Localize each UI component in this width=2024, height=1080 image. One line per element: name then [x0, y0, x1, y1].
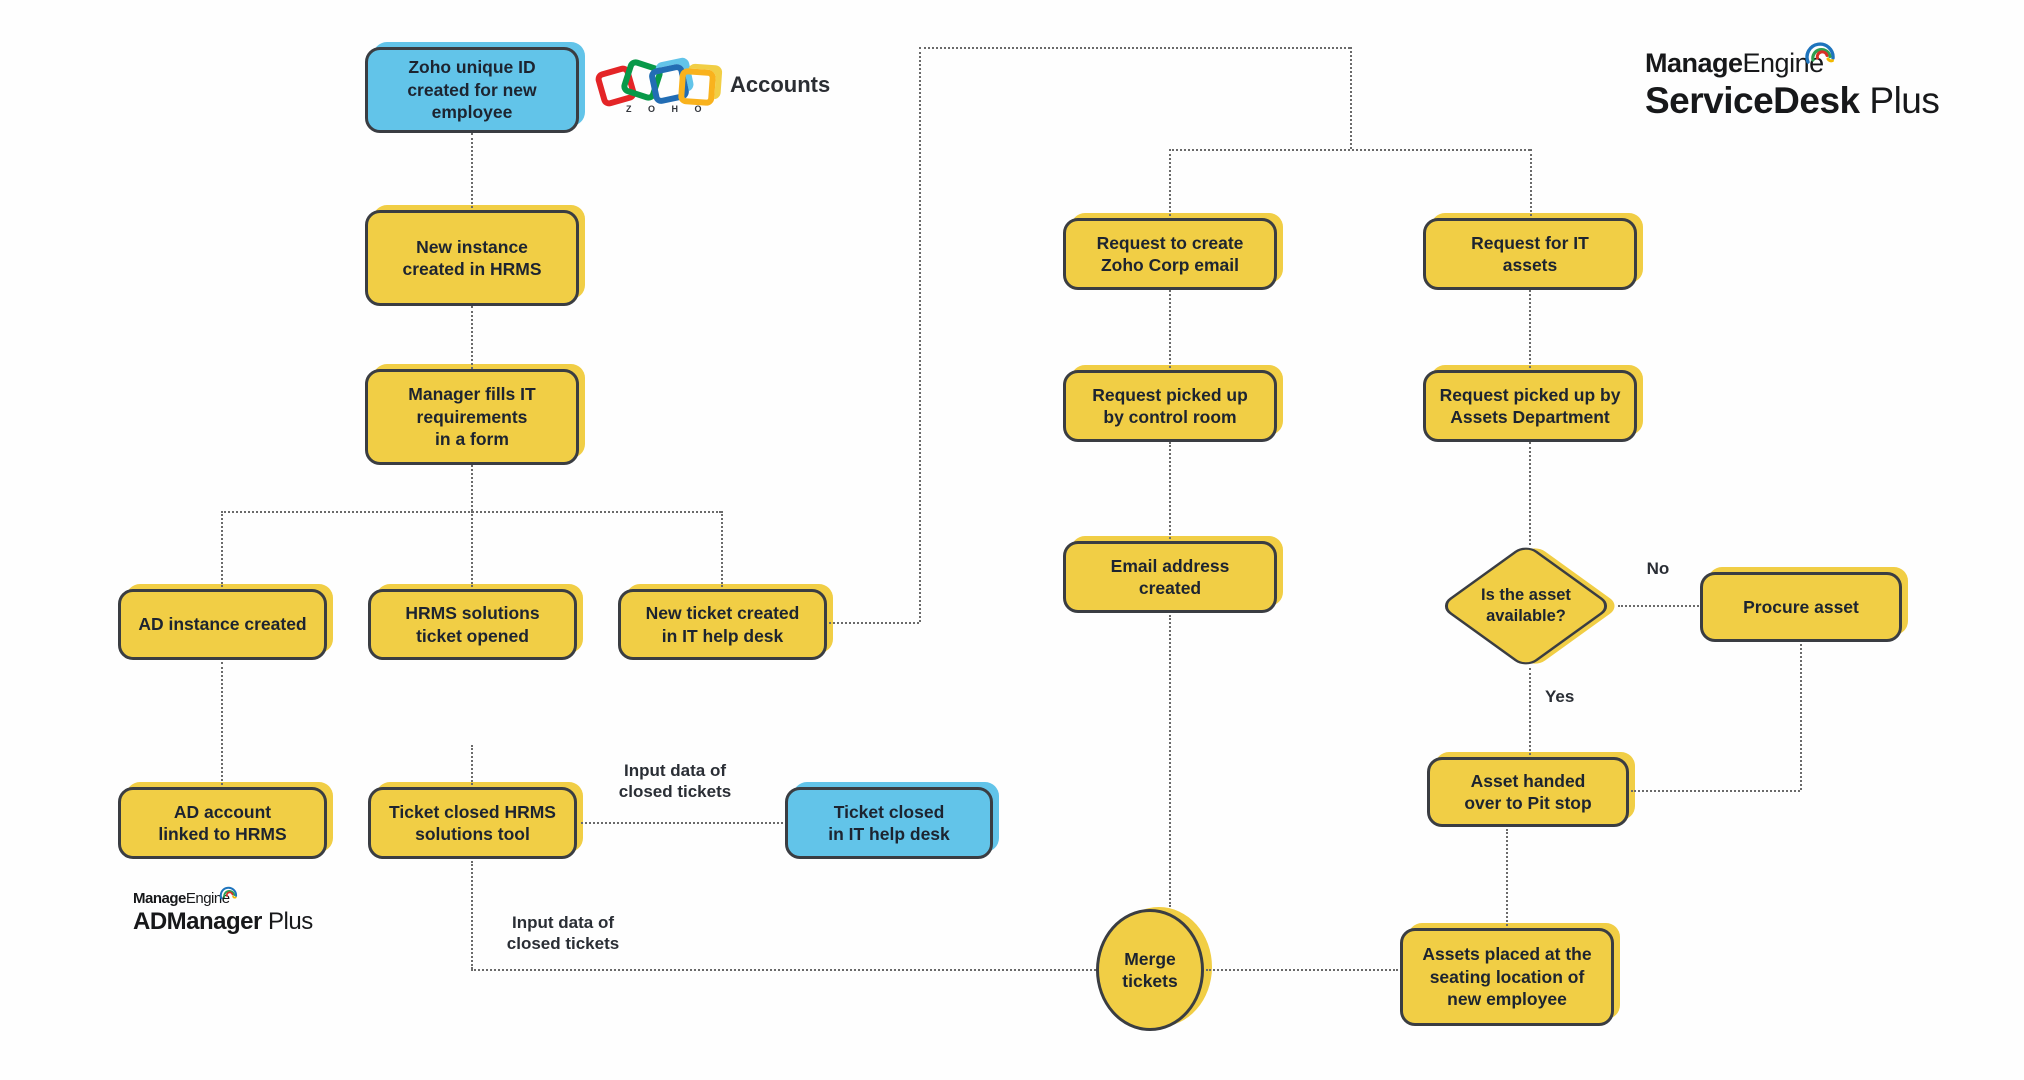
admanager-plus-logo: ManageEngine ADManager Plus — [133, 886, 313, 936]
node-ticket-closed-hrms: Ticket closed HRMS solutions tool — [368, 787, 577, 859]
brand-bold: Manage — [133, 890, 186, 907]
connector — [1529, 442, 1531, 545]
node-label: AD account linked to HRMS — [158, 801, 287, 844]
connector — [1618, 605, 1699, 607]
connector — [919, 47, 921, 622]
node-assets-placed: Assets placed at the seating location of… — [1400, 928, 1614, 1026]
servicedesk-product-name: ServiceDesk Plus — [1645, 80, 1940, 122]
node-label: Is the asset available? — [1481, 586, 1571, 626]
zoho-wordmark: Z O H O — [626, 104, 709, 114]
node-request-assets-dept: Request picked up by Assets Department — [1423, 370, 1637, 442]
connector — [1169, 149, 1530, 151]
label-no: No — [1646, 559, 1670, 578]
node-label: AD instance created — [138, 614, 307, 635]
brand-light: Engine — [1742, 48, 1825, 78]
node-request-email: Request to create Zoho Corp email — [1063, 218, 1277, 290]
node-zoho-unique-id: Zoho unique ID created for new employee — [365, 47, 579, 133]
node-merge-tickets: Merge tickets — [1096, 909, 1204, 1031]
node-label: New instance created in HRMS — [402, 236, 542, 279]
admanager-product-name: ADManager Plus — [133, 908, 313, 936]
product-light: Plus — [261, 908, 313, 935]
node-label: Request picked up by control room — [1092, 384, 1248, 427]
connector — [1529, 668, 1531, 755]
connector — [1350, 47, 1352, 149]
node-label: Asset handed over to Pit stop — [1464, 770, 1592, 813]
node-hrms-ticket-opened: HRMS solutions ticket opened — [368, 589, 577, 660]
brand-bold: Manage — [1645, 48, 1743, 78]
connector — [1506, 829, 1508, 926]
manageengine-swoosh-icon — [1804, 42, 1835, 64]
node-label: Ticket closed HRMS solutions tool — [389, 801, 556, 844]
node-label: Assets placed at the seating location of… — [1422, 944, 1592, 1010]
brand-light: Engine — [185, 890, 230, 907]
connector — [1169, 442, 1171, 539]
connector — [471, 306, 473, 369]
product-bold: ServiceDesk — [1645, 80, 1860, 121]
connector — [1169, 615, 1171, 907]
connector — [829, 622, 919, 624]
node-label: Merge tickets — [1122, 948, 1178, 991]
node-label: Request to create Zoho Corp email — [1096, 232, 1244, 275]
zoho-square-yellow-icon — [677, 67, 717, 107]
manageengine-wordmark: ManageEngine — [133, 886, 237, 907]
manageengine-wordmark: ManageEngine — [1645, 42, 1835, 79]
decision-label: Is the asset available? — [1464, 561, 1588, 650]
connector — [221, 662, 223, 785]
zoho-product-name: Accounts — [730, 72, 831, 97]
node-ticket-closed-helpdesk: Ticket closed in IT help desk — [785, 787, 993, 859]
connector — [1206, 969, 1398, 971]
node-label: Request for IT assets — [1471, 232, 1589, 275]
connector — [471, 511, 473, 587]
node-email-created: Email address created — [1063, 541, 1277, 613]
connector — [221, 511, 223, 587]
connector — [471, 861, 473, 969]
connector — [581, 822, 783, 824]
node-label: Request picked up by Assets Department — [1439, 384, 1621, 427]
label-yes: Yes — [1545, 687, 1575, 706]
node-procure-asset: Procure asset — [1700, 572, 1902, 642]
connector — [471, 133, 473, 208]
connector — [471, 969, 1096, 971]
connector — [1169, 290, 1171, 368]
connector — [1529, 290, 1531, 368]
connector — [471, 745, 473, 785]
connector — [1800, 644, 1802, 790]
label-input-data-top: Input data of closed tickets — [618, 761, 732, 802]
node-request-control-room: Request picked up by control room — [1063, 370, 1277, 442]
connector — [721, 511, 723, 587]
servicedesk-plus-logo: ManageEngine ServiceDesk Plus — [1645, 42, 1940, 122]
connector — [1169, 149, 1171, 216]
node-label: Zoho unique ID created for new employee — [407, 57, 537, 123]
node-label: Manager fills IT requirements in a form — [408, 384, 536, 450]
connector — [1530, 149, 1532, 216]
product-bold: ADManager — [133, 908, 262, 935]
node-pit-stop: Asset handed over to Pit stop — [1427, 757, 1629, 827]
connector — [471, 465, 473, 511]
zoho-accounts-logo: Z O H O Accounts — [593, 57, 831, 114]
node-label: New ticket created in IT help desk — [645, 603, 800, 646]
zoho-icon: Z O H O — [593, 57, 717, 114]
product-light: Plus — [1859, 80, 1940, 121]
node-new-ticket-helpdesk: New ticket created in IT help desk — [618, 589, 827, 660]
node-ad-instance: AD instance created — [118, 589, 327, 660]
node-label: HRMS solutions ticket opened — [405, 603, 540, 646]
connector — [1631, 790, 1800, 792]
node-new-instance-hrms: New instance created in HRMS — [365, 210, 579, 306]
node-label: Email address created — [1110, 555, 1230, 598]
node-label: Procure asset — [1743, 596, 1859, 617]
label-input-data-bottom: Input data of closed tickets — [506, 913, 620, 954]
node-ad-account-linked: AD account linked to HRMS — [118, 787, 327, 859]
node-manager-form: Manager fills IT requirements in a form — [365, 369, 579, 465]
connector — [919, 47, 1350, 49]
node-request-it-assets: Request for IT assets — [1423, 218, 1637, 290]
node-label: Ticket closed in IT help desk — [828, 801, 950, 844]
manageengine-swoosh-icon — [219, 886, 237, 900]
